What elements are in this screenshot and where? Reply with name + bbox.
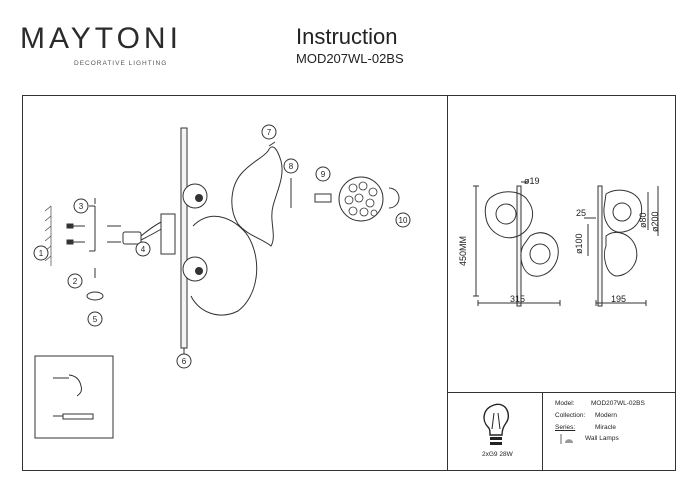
step-10-marker (395, 212, 411, 228)
step-10-label: 10 (399, 216, 408, 225)
step-2-marker (67, 273, 83, 289)
upper-disc (182, 183, 208, 209)
bulb-icon (483, 403, 510, 445)
height-dimension: 450MM (458, 236, 468, 266)
step-8-label: 8 (289, 162, 294, 171)
step-1-marker (33, 245, 49, 261)
series-value: Miracle (595, 424, 616, 431)
depth-dimension: 195 (611, 294, 626, 304)
dimensions-panel: ø19 450MM 315 195 25 ø80 ø200 ø100 (447, 95, 676, 393)
step-4-label: 4 (141, 245, 146, 254)
step-2-label: 2 (73, 277, 78, 286)
pipe-diameter: ø19 (524, 176, 540, 186)
step-3-marker (73, 198, 89, 214)
model-label: Model: (555, 400, 575, 407)
vertical-rod (180, 127, 188, 349)
lower-disc (182, 256, 208, 282)
step-1-label: 1 (39, 249, 44, 258)
step-4-marker (135, 241, 151, 257)
series-label: Series: (555, 424, 576, 431)
small-shade-diameter: ø80 (638, 212, 648, 228)
assembly-drawing: 1 2 3 4 5 6 7 8 9 10 (33, 124, 411, 439)
bulb-panel: 2xG9 28W (447, 392, 543, 471)
step-9-label: 9 (321, 170, 326, 179)
bulb-spec: 2xG9 28W (482, 451, 513, 458)
width-dimension: 315 (510, 294, 525, 304)
wall-plugs (66, 198, 121, 278)
vertical-shade-diameter: ø100 (574, 233, 584, 254)
tools-inset (34, 355, 114, 439)
large-shade-diameter: ø200 (650, 211, 660, 232)
front-view (473, 181, 561, 307)
brand-tagline: DECORATIVE LIGHTING (74, 60, 168, 67)
side-view (584, 185, 659, 307)
product-info-panel: Model: MOD207WL-02BS Collection: Modern … (542, 392, 676, 471)
step-markers (33, 124, 411, 369)
brand-logo: MAYTONI (20, 22, 182, 55)
step-5-label: 5 (93, 315, 98, 324)
crystal-shade (338, 176, 384, 222)
wall-lamp-icon (560, 434, 573, 444)
lower-shade (190, 215, 258, 316)
terminal-block (122, 220, 164, 245)
collection-value: Modern (595, 412, 618, 419)
rotate-arrow (388, 187, 400, 209)
document-model: MOD207WL-02BS (296, 51, 404, 66)
step-7-marker (261, 124, 277, 140)
lamp-holder (314, 193, 332, 203)
upper-shade (231, 146, 283, 247)
document-title: Instruction (296, 24, 398, 49)
model-value: MOD207WL-02BS (591, 400, 645, 407)
dimensions-drawing: ø19 450MM 315 195 25 ø80 ø200 ø100 (458, 176, 660, 307)
step-6-marker (176, 353, 192, 369)
step-6-label: 6 (182, 357, 187, 366)
step-9-marker (315, 166, 331, 182)
step-3-label: 3 (79, 202, 84, 211)
step-5-marker (87, 311, 103, 327)
assembly-panel: 1 2 3 4 5 6 7 8 9 10 (22, 95, 448, 471)
step-7-label: 7 (267, 128, 272, 137)
collection-label: Collection: (555, 412, 586, 419)
type-value: Wall Lamps (585, 435, 619, 442)
backplate (160, 213, 176, 255)
offset-dimension: 25 (576, 208, 586, 218)
step-8-marker (283, 158, 299, 174)
tools-icons (53, 374, 94, 420)
